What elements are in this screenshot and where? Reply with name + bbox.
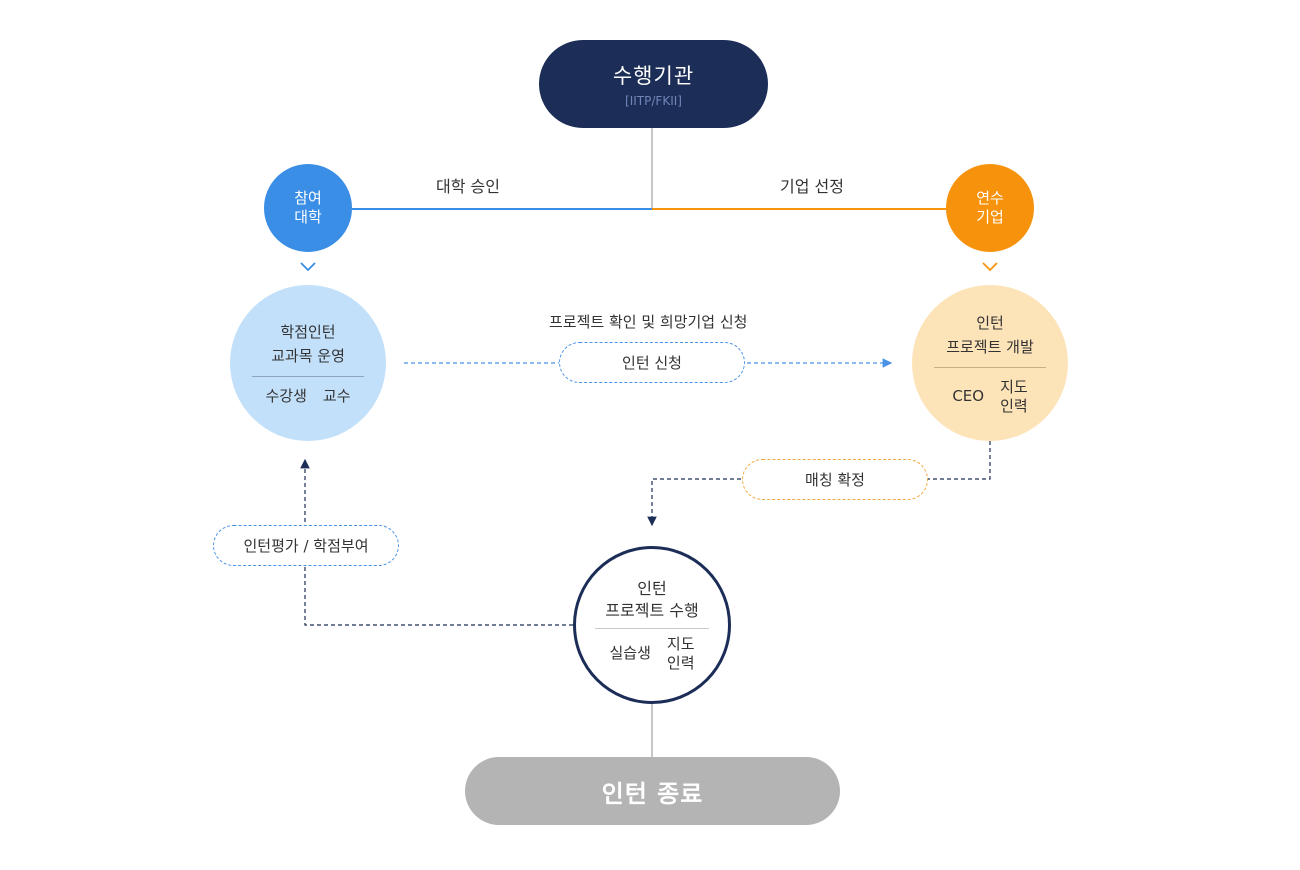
- mentor-label: 지도 인력: [667, 635, 695, 673]
- mentor-label: 지도 인력: [1000, 378, 1028, 416]
- intern-apply-pill: 인턴 신청: [559, 342, 745, 383]
- project-confirm-label: 프로젝트 확인 및 희망기업 신청: [549, 313, 748, 331]
- intern-project-run-node: 인턴 프로젝트 수행 실습생 지도 인력: [573, 546, 731, 704]
- divider: [934, 366, 1046, 368]
- intern-end-label: 인턴 종료: [601, 779, 704, 808]
- executing-agency-node: 수행기관 [IITP/FKII]: [539, 40, 768, 128]
- evaluation-credit-pill: 인턴평가 / 학점부여: [213, 525, 399, 566]
- credit-intern-members: 수강생 교수: [265, 387, 350, 406]
- evaluate-arrow-line: [300, 458, 573, 626]
- intern-project-dev-node: 인턴 프로젝트 개발 CEO 지도 인력: [912, 285, 1068, 441]
- credit-intern-course-node: 학점인턴 교과목 운영 수강생 교수: [230, 285, 386, 441]
- project-dev-title-line2: 프로젝트 개발: [946, 337, 1034, 356]
- chevron-down-icon-right: [982, 262, 998, 272]
- project-run-title-line2: 프로젝트 수행: [605, 600, 699, 620]
- intern-end-node: 인턴 종료: [465, 757, 840, 825]
- university-approval-label: 대학 승인: [436, 177, 500, 196]
- professor-label: 교수: [322, 387, 351, 405]
- divider: [595, 627, 709, 629]
- run-mentor-label-line1: 지도: [666, 634, 695, 653]
- matching-confirmed-pill: 매칭 확정: [742, 459, 928, 500]
- project-dev-title-line1: 인턴: [976, 313, 1004, 332]
- project-dev-members: CEO 지도 인력: [952, 378, 1027, 416]
- ceo-label: CEO: [952, 387, 985, 405]
- participating-university-node: 참여 대학: [264, 164, 352, 252]
- participating-university-line2: 대학: [294, 208, 322, 226]
- intern-apply-label: 인턴 신청: [622, 354, 682, 372]
- run-mentor-label-line2: 인력: [666, 653, 695, 672]
- evaluation-credit-label: 인턴평가 / 학점부여: [243, 537, 369, 555]
- mentor-label-line2: 인력: [1000, 396, 1028, 415]
- executing-agency-subtitle: [IITP/FKII]: [625, 94, 682, 108]
- training-company-line1: 연수: [976, 189, 1004, 207]
- project-run-members: 실습생 지도 인력: [609, 635, 694, 673]
- project-run-title-line1: 인턴: [637, 578, 667, 598]
- training-company-line2: 기업: [976, 208, 1004, 226]
- credit-intern-title-line1: 학점인턴: [280, 323, 336, 341]
- divider: [252, 376, 364, 377]
- company-selection-label: 기업 선정: [780, 177, 844, 196]
- participating-university-line1: 참여: [294, 189, 322, 207]
- matching-confirmed-label: 매칭 확정: [805, 471, 865, 489]
- credit-intern-title-line2: 교과목 운영: [271, 347, 345, 365]
- trainee-label: 실습생: [609, 644, 651, 662]
- mentor-label-line1: 지도: [1000, 377, 1028, 396]
- chevron-down-icon-left: [300, 262, 316, 272]
- student-label: 수강생: [265, 387, 307, 405]
- executing-agency-title: 수행기관: [612, 64, 695, 88]
- training-company-node: 연수 기업: [946, 164, 1034, 252]
